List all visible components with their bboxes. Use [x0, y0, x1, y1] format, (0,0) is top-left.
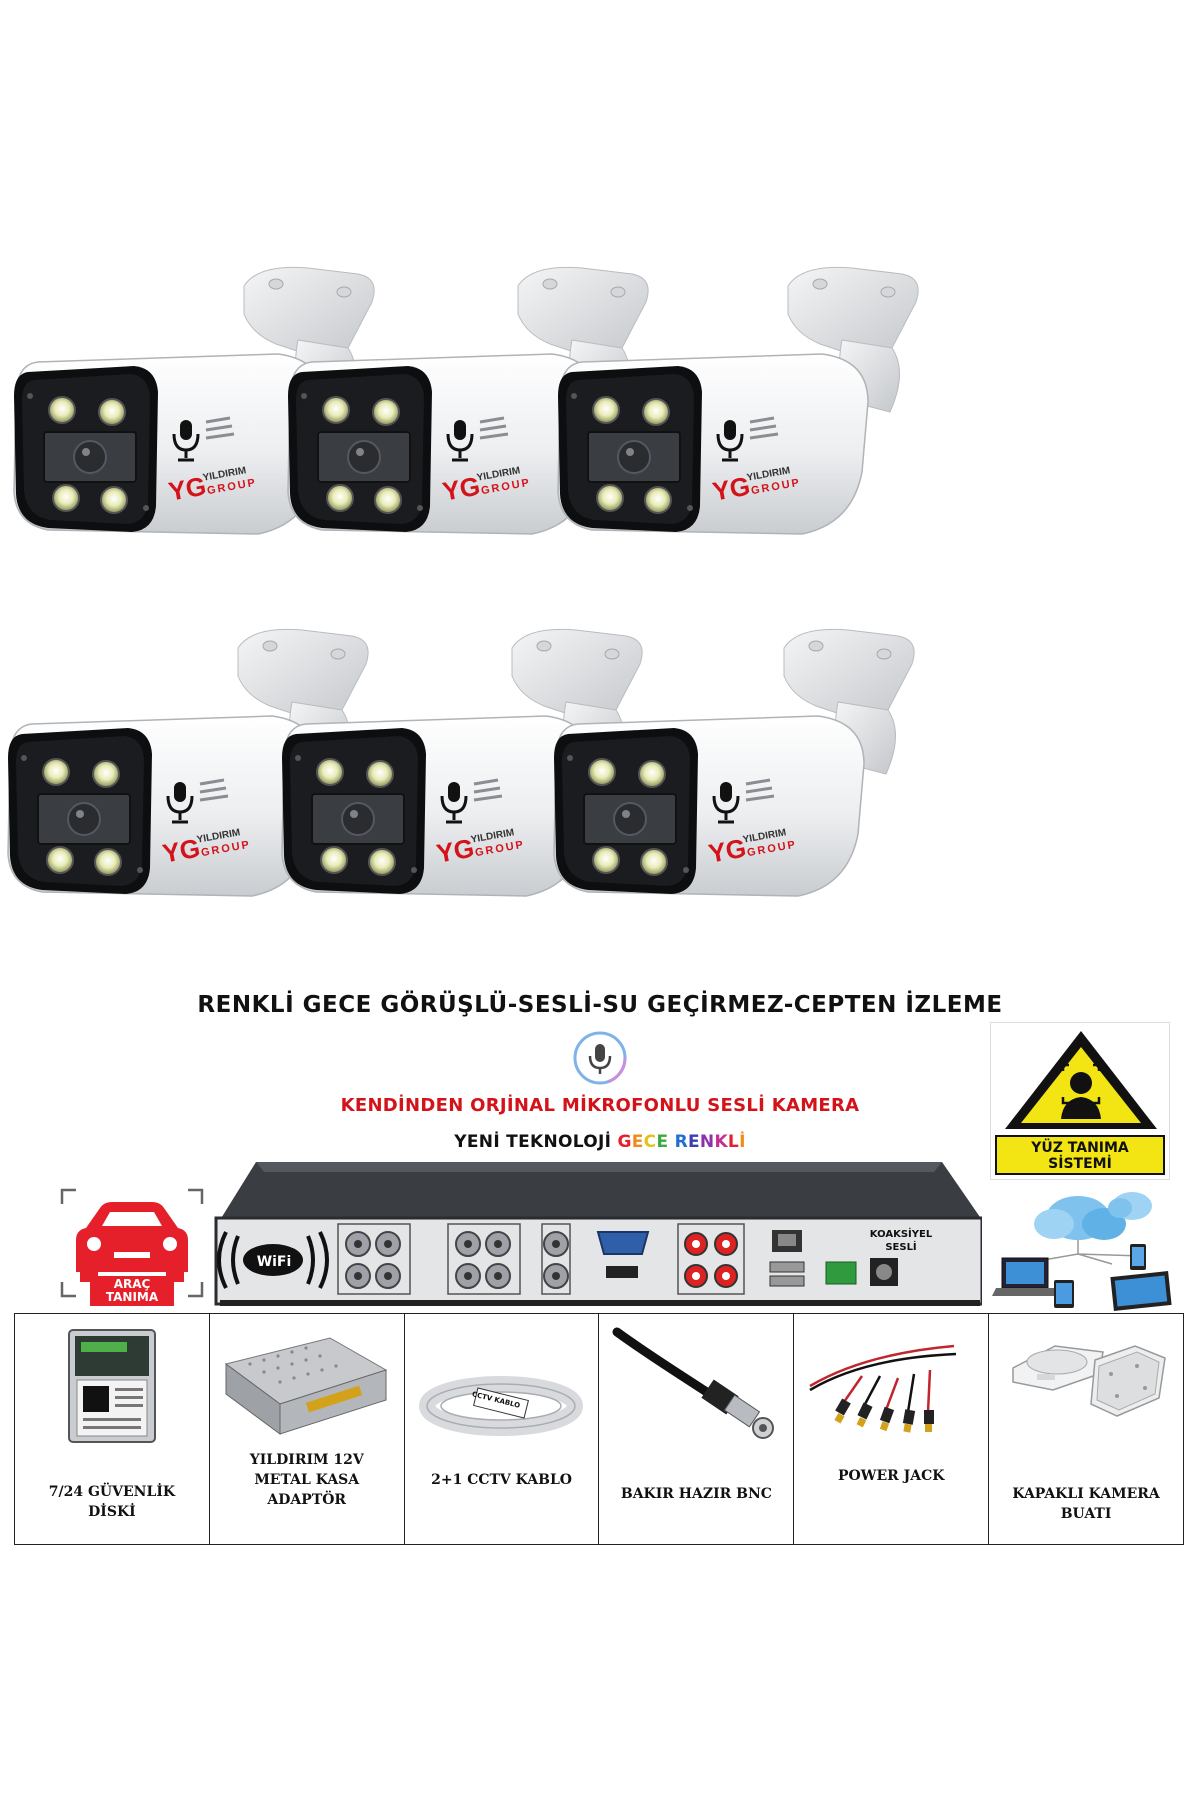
technology-prefix: YENİ TEKNOLOJİ [454, 1132, 618, 1152]
face-label-line2: SİSTEMİ [1048, 1156, 1112, 1172]
face-recognition-badge: YÜZ TANIMA SİSTEMİ [990, 1022, 1170, 1180]
car-recognition-badge: ARAÇ TANIMA [56, 1182, 208, 1310]
camera-3: YG YILDIRIM GROUP [552, 262, 932, 562]
accessory-label: BUATI [1060, 1506, 1112, 1522]
face-warning-icon [1005, 1031, 1157, 1129]
wifi-label: WiFi [256, 1254, 292, 1270]
accessory-label: 7/24 GÜVENLİK [48, 1484, 176, 1500]
accessory-label: KAPAKLI KAMERA [1012, 1486, 1160, 1502]
svg-text:YG: YG [706, 833, 748, 869]
svg-text:YG: YG [160, 833, 202, 869]
svg-text:YG: YG [166, 471, 208, 507]
features-headline: RENKLİ GECE GÖRÜŞLÜ-SESLİ-SU GEÇİRMEZ-CE… [197, 992, 1003, 1018]
accessory-label: DİSKİ [88, 1504, 136, 1520]
tablet-icon [1054, 1280, 1074, 1308]
svg-text:YG: YG [440, 471, 482, 507]
technology-headline: YENİ TEKNOLOJİ GECE RENKLİ [0, 1132, 1200, 1152]
technology-word-color: RENKLİ [674, 1132, 746, 1152]
car-label-line1: ARAÇ [113, 1277, 151, 1291]
power-supply-icon [224, 1337, 388, 1435]
car-label-line2: TANIMA [105, 1290, 159, 1304]
accessory-label: ADAPTÖR [267, 1492, 347, 1508]
microphone-icon [572, 1030, 628, 1086]
accessory-label: METAL KASA [254, 1472, 360, 1488]
phone-icon [1130, 1244, 1146, 1270]
power-jack-icon [809, 1344, 957, 1433]
camera-6: YG YILDIRIM GROUP [548, 624, 928, 924]
svg-text:YG: YG [710, 471, 752, 507]
accessory-label: 2+1 CCTV KABLO [431, 1472, 572, 1488]
laptop-icon [992, 1257, 1060, 1296]
bnc-connector-icon [612, 1327, 775, 1439]
svg-text:YG: YG [434, 833, 476, 869]
face-label-line1: YÜZ TANIMA [1031, 1140, 1129, 1156]
technology-word-night: GECE [617, 1132, 669, 1152]
accessory-junction-box: KAPAKLI KAMERA BUATI [989, 1314, 1183, 1544]
coax-label-line1: KOAKSİYEL [869, 1229, 933, 1240]
camera-2: YG YILDIRIM GROUP [282, 262, 662, 562]
monitor-icon [1110, 1271, 1172, 1311]
dvr-recorder: WiFi KOAKSİYEL SESLİ [212, 1158, 984, 1308]
accessory-hdd: 7/24 GÜVENLİK DİSKİ [15, 1314, 210, 1544]
camera-4: YG YILDIRIM GROUP [2, 624, 382, 924]
microphone-headline: KENDİNDEN ORJİNAL MİKROFONLU SESLİ KAMER… [340, 1095, 860, 1116]
accessory-label: BAKIR HAZIR BNC [620, 1486, 772, 1502]
accessory-cable: CCTV KABLO 2+1 CCTV KABLO [405, 1314, 600, 1544]
hard-disk-icon [68, 1329, 156, 1443]
accessory-bnc: BAKIR HAZIR BNC [599, 1314, 795, 1544]
accessories-grid: 7/24 GÜVENLİK DİSKİ YILDIRIM 12V METAL K… [14, 1313, 1184, 1545]
accessory-label: POWER JACK [838, 1468, 945, 1484]
junction-box-icon [1012, 1345, 1166, 1417]
cable-coil-icon [418, 1376, 583, 1436]
accessory-power-jack: POWER JACK [794, 1314, 990, 1544]
wifi-icon [217, 1231, 329, 1289]
cloud-icon [1034, 1192, 1152, 1240]
cloud-devices-illustration [992, 1184, 1182, 1314]
face-recognition-label: YÜZ TANIMA SİSTEMİ [995, 1135, 1165, 1175]
accessory-adapter: YILDIRIM 12V METAL KASA ADAPTÖR [210, 1314, 405, 1544]
car-icon [76, 1202, 188, 1282]
coax-label-line2: SESLİ [885, 1242, 917, 1253]
accessory-label: YILDIRIM 12V [249, 1452, 364, 1468]
